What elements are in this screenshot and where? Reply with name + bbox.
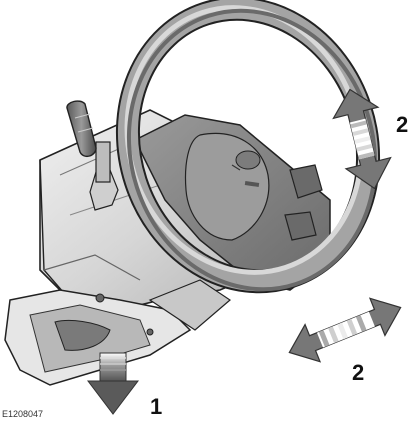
arrow-updown-icon	[328, 84, 397, 194]
figure-reference: E1208047	[2, 410, 43, 419]
reach-step-label: 2	[352, 362, 364, 384]
tilt-step-label: 2	[396, 114, 408, 136]
release-step-label: 1	[150, 396, 162, 418]
arrow-leftright-icon	[282, 289, 408, 371]
